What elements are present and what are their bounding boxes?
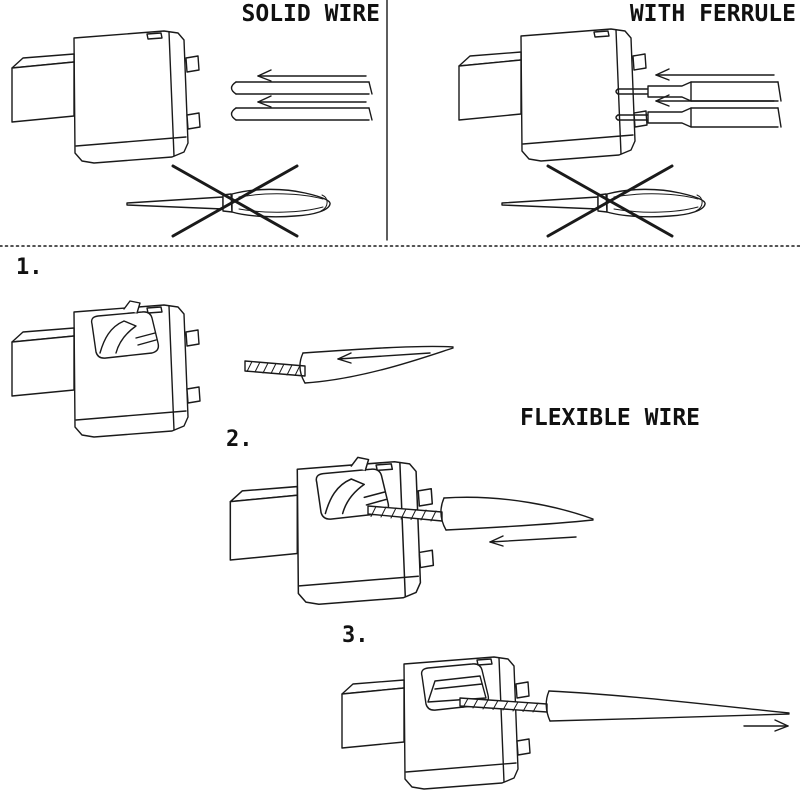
panel-label-solid-wire: SOLID WIRE [241,1,380,27]
flexible-wire-icon [244,345,454,384]
connector-open-lever-icon [12,301,200,437]
solid-wire-icon [230,95,373,121]
insert-arrow-icon [337,352,431,364]
step-2-number: 2. [226,427,253,452]
through-arrow-icon [743,719,789,732]
ferrule-wire-icon [615,68,782,102]
step-1-number: 1. [16,255,43,280]
connector-latched-icon [342,657,530,789]
step-2-figure [230,457,594,604]
panel-label-with-ferrule: WITH FERRULE [629,1,796,27]
flexible-wire-icon [367,496,594,531]
solid-wire-icon [230,69,373,95]
step-3-figure [342,657,790,789]
step-3-number: 3. [342,623,369,648]
ferrule-panel-figure [458,28,782,238]
connector-icon [458,28,648,162]
insert-arrow-icon [489,535,577,547]
panel-label-flexible-wire: FLEXIBLE WIRE [520,405,701,431]
connector-open-lever-icon [230,457,433,604]
connector-icon [11,30,201,164]
step-1-figure [12,301,454,437]
solid-wire-panel-figure [11,30,373,238]
flexible-wire-icon [459,690,790,722]
